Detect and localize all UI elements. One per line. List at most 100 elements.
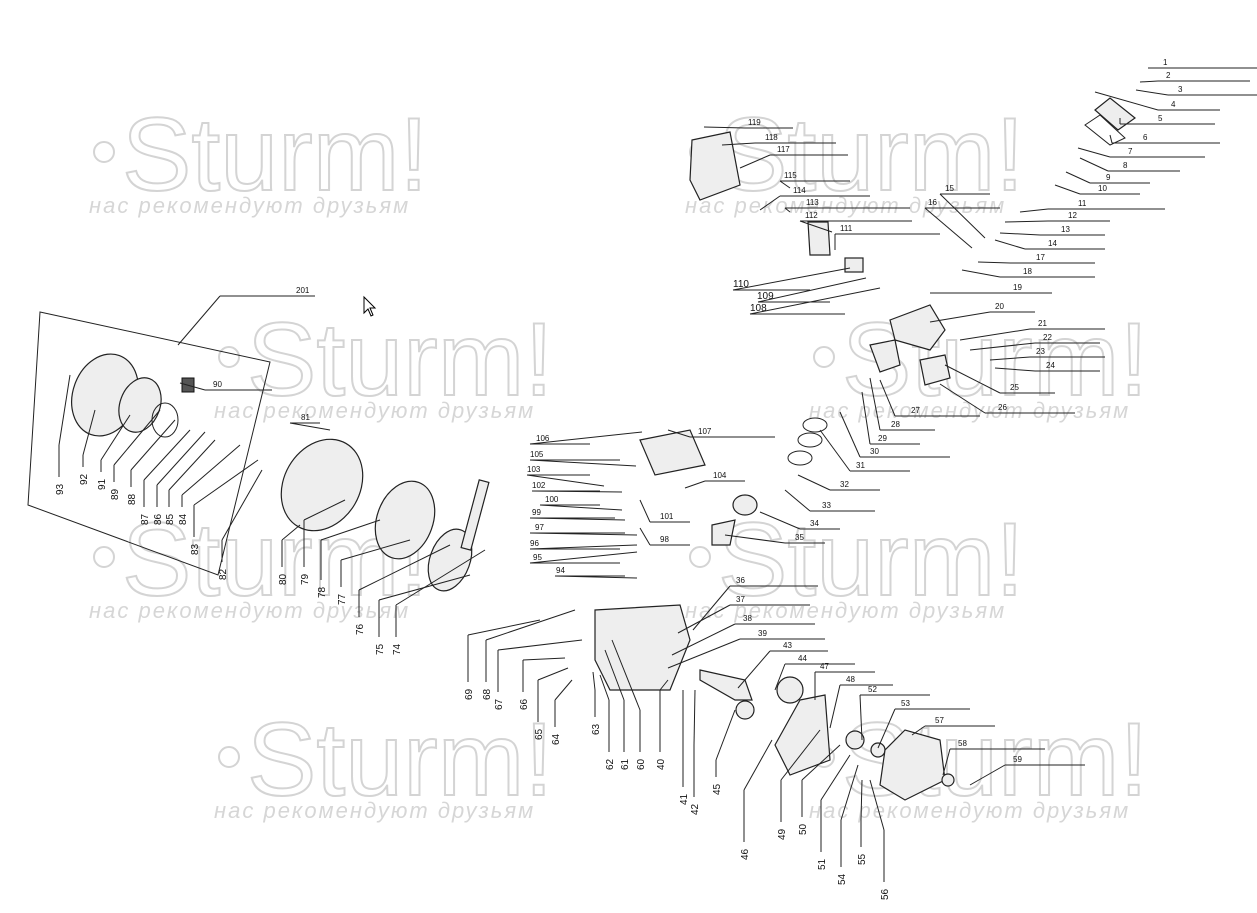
- callout-98: 98: [639, 527, 690, 546]
- part-number-label: 201: [296, 286, 310, 295]
- callout-41: 41: [679, 690, 690, 805]
- leader-line: [529, 459, 637, 467]
- watermark-dot: [93, 141, 115, 163]
- part-number-label: 117: [777, 145, 790, 154]
- part-number-label: 101: [660, 512, 674, 521]
- part-number-label: 67: [494, 698, 505, 710]
- leader-line: [639, 527, 651, 546]
- callout-20: 20: [929, 302, 1035, 323]
- part-number-label: 40: [656, 758, 667, 770]
- leader-line: [467, 619, 541, 636]
- part-number-label: 2: [1166, 71, 1171, 80]
- callout-26: 26: [939, 383, 1075, 414]
- callout-38: 38: [671, 614, 815, 656]
- part-number-label: 30: [870, 447, 879, 456]
- leader-line: [58, 374, 71, 446]
- callout-78: 78: [317, 519, 381, 598]
- leader-line: [340, 539, 411, 561]
- callout-40: 40: [656, 679, 669, 770]
- leader-line: [977, 261, 1011, 264]
- leader-line: [143, 429, 191, 481]
- air-filter-base: [844, 257, 864, 273]
- callout-105: 105: [529, 450, 637, 467]
- leader-line: [877, 708, 896, 749]
- flywheel: [374, 480, 436, 560]
- callout-24: 24: [994, 361, 1100, 372]
- leader-line: [869, 779, 885, 831]
- callout-90: 90: [179, 380, 272, 391]
- leader-line: [221, 469, 263, 541]
- callout-4: 4: [1094, 91, 1220, 111]
- parts-layer: [27, 97, 1136, 801]
- callout-69: 69: [464, 619, 541, 700]
- callout-92: 92: [79, 409, 96, 485]
- part-number-label: 98: [660, 535, 669, 544]
- part-number-label: 103: [527, 465, 541, 474]
- callout-5: 5: [1119, 114, 1215, 125]
- leader-line: [592, 671, 596, 691]
- part-number-label: 15: [945, 184, 954, 193]
- part-number-label: 109: [757, 291, 774, 302]
- watermark-dot: [813, 346, 835, 368]
- part-number-label: 62: [605, 758, 616, 770]
- callout-62: 62: [599, 674, 616, 770]
- part-number-label: 31: [856, 461, 865, 470]
- callout-54: 54: [837, 764, 859, 885]
- callout-61: 61: [604, 649, 631, 770]
- leader-line: [113, 409, 161, 466]
- part-number-label: 44: [798, 654, 807, 663]
- leader-line: [522, 657, 566, 661]
- leader-line: [999, 232, 1041, 236]
- callout-49: 49: [777, 729, 821, 840]
- leader-line: [611, 639, 641, 711]
- callout-88: 88: [127, 419, 176, 505]
- callout-32: 32: [797, 474, 880, 491]
- watermark-slogan: нас рекомендуют друзьям: [809, 398, 1130, 423]
- callout-118: 118: [721, 133, 836, 146]
- leader-line: [320, 519, 381, 541]
- leader-line: [784, 489, 811, 512]
- callout-85: 85: [165, 439, 216, 525]
- part-number-label: 37: [736, 595, 745, 604]
- callout-94: 94: [554, 566, 638, 579]
- leader-line: [539, 504, 623, 511]
- leader-line: [859, 694, 863, 741]
- callout-104: 104: [684, 471, 745, 489]
- callout-45: 45: [712, 709, 736, 795]
- callout-101: 101: [639, 499, 690, 523]
- carburetor: [807, 221, 831, 256]
- part-number-label: 51: [817, 858, 828, 870]
- watermark-dot: [93, 546, 115, 568]
- leader-line: [1094, 91, 1159, 111]
- watermark-slogan: нас рекомендуют друзьям: [214, 798, 535, 823]
- leader-line: [554, 679, 573, 701]
- watermark-dot: [689, 546, 711, 568]
- part-number-label: 48: [846, 675, 855, 684]
- callout-52: 52: [859, 685, 930, 741]
- leader-line: [193, 459, 259, 506]
- leader-line: [156, 431, 206, 486]
- callout-59: 59: [969, 755, 1085, 786]
- part-number-label: 115: [784, 171, 797, 180]
- part-number-label: 7: [1128, 147, 1133, 156]
- callout-93: 93: [55, 374, 71, 495]
- part-number-label: 69: [464, 688, 475, 700]
- part-number-label: 74: [392, 643, 403, 655]
- leader-line: [168, 439, 216, 491]
- callout-47: 47: [814, 662, 875, 700]
- leader-line: [732, 267, 851, 291]
- callout-29: 29: [861, 391, 920, 445]
- part-number-label: 75: [375, 643, 386, 655]
- leader-line: [861, 391, 871, 445]
- part-number-label: 119: [748, 118, 761, 127]
- part-number-label: 35: [795, 533, 804, 542]
- part-number-label: 110: [733, 279, 749, 290]
- callout-53: 53: [877, 699, 970, 749]
- part-number-label: 104: [713, 471, 727, 480]
- callout-201: 201: [177, 286, 315, 346]
- watermark-dot: [218, 746, 240, 768]
- callout-22: 22: [969, 333, 1100, 351]
- air-filter-element: [1084, 114, 1126, 146]
- muffler: [689, 131, 741, 201]
